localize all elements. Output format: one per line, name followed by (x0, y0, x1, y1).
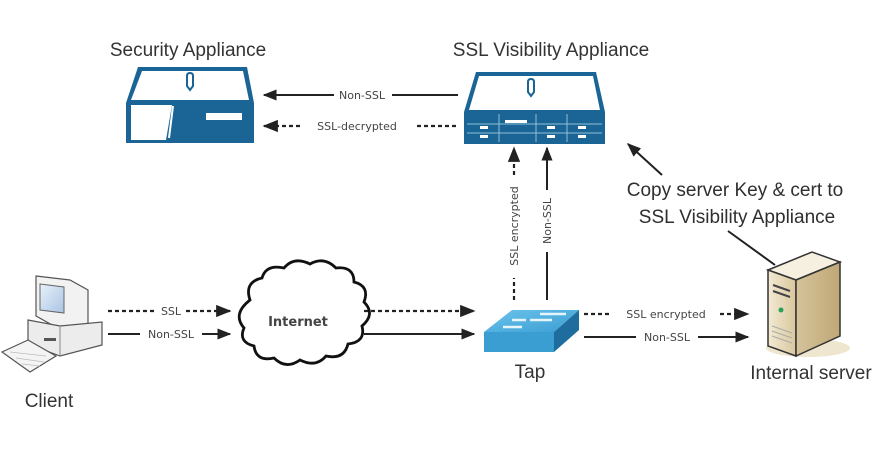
cloud-icon (237, 259, 371, 366)
link-ssl-vis-to-security-non-ssl: Non-SSL (262, 89, 458, 102)
link-tap-to-server-non-ssl: Non-SSL (584, 331, 750, 344)
client-node: Client (0, 275, 103, 412)
tap-node: Tap (484, 310, 579, 383)
link-tap-to-server-encrypted: SSL encrypted (584, 307, 750, 321)
link-label-non-ssl-client: Non-SSL (148, 328, 195, 341)
link-tap-to-ssl-vis-non-ssl: Non-SSL (541, 146, 554, 300)
link-client-to-internet-non-ssl: Non-SSL (108, 328, 232, 341)
link-client-to-internet-ssl: SSL (108, 304, 232, 318)
server-icon (765, 251, 850, 358)
ssl-visibility-appliance-icon (464, 72, 605, 144)
link-tap-to-ssl-vis-encrypted: SSL encrypted (507, 146, 521, 300)
annotation-line-1: Copy server Key & cert to (627, 180, 843, 201)
link-ssl-vis-to-security-decrypted: SSL-decrypted (262, 119, 456, 133)
security-appliance-icon (126, 67, 254, 143)
security-appliance-label: Security Appliance (110, 40, 266, 61)
ssl-visibility-appliance-label: SSL Visibility Appliance (453, 40, 649, 61)
annotation: Copy server Key & cert to SSL Visibility… (627, 143, 843, 266)
link-label-ssl-client: SSL (161, 305, 182, 318)
link-label-ssl-encrypted-vertical: SSL encrypted (508, 186, 521, 265)
ssl-visibility-appliance-node: SSL Visibility Appliance (453, 40, 649, 144)
internet-node: Internet (237, 259, 371, 366)
link-label-non-ssl-server: Non-SSL (644, 331, 691, 344)
security-appliance-node: Security Appliance (110, 40, 266, 143)
link-label-non-ssl-top: Non-SSL (339, 89, 386, 102)
internal-server-node: Internal server (750, 251, 872, 384)
internet-label: Internet (268, 315, 328, 330)
internal-server-label: Internal server (750, 363, 872, 384)
annotation-line-2: SSL Visibility Appliance (639, 207, 835, 228)
switch-icon (484, 310, 579, 352)
link-label-ssl-decrypted: SSL-decrypted (317, 120, 397, 133)
client-label: Client (25, 391, 74, 412)
tap-label: Tap (515, 362, 546, 383)
computer-icon (0, 275, 103, 373)
link-label-non-ssl-vertical: Non-SSL (541, 197, 554, 244)
link-label-ssl-encrypted-server: SSL encrypted (626, 308, 705, 321)
